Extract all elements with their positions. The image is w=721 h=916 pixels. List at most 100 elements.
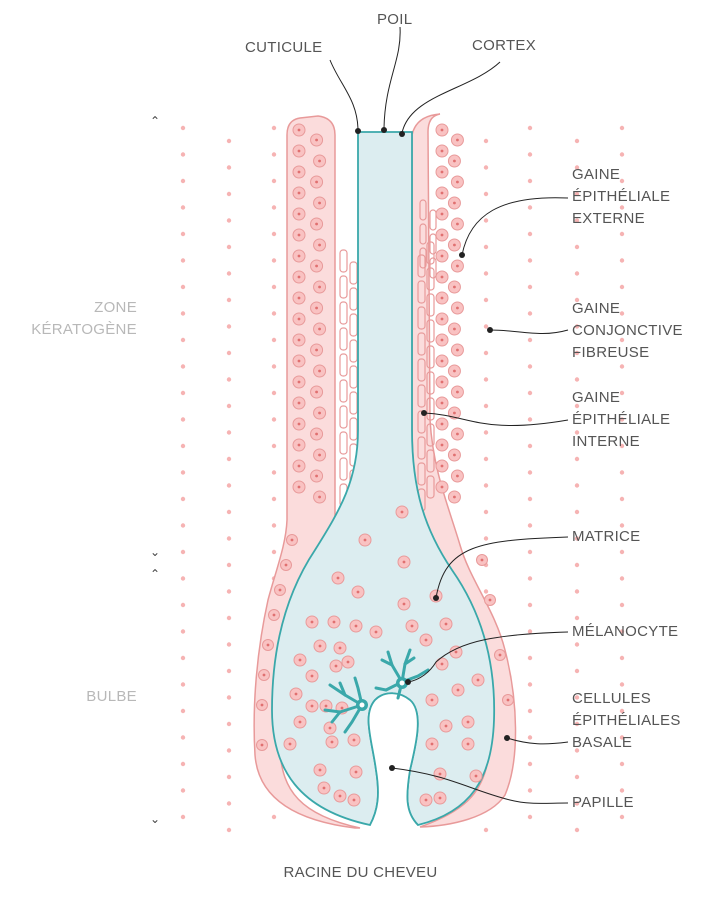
- dermis-dot: [181, 444, 185, 448]
- epithelial-cell: [314, 239, 326, 251]
- epithelial-cell: [293, 124, 305, 136]
- epithelial-cell: [294, 654, 306, 666]
- dermis-dot: [528, 205, 532, 209]
- epithelial-cell: [311, 428, 323, 440]
- dermis-dot: [272, 232, 276, 236]
- epithelial-cell: [314, 365, 326, 377]
- inner-sheath-cell: [430, 234, 436, 254]
- chevron-down-icon: ⌄: [150, 545, 160, 559]
- dermis-dot: [620, 285, 624, 289]
- label-papille: PAPILLE: [572, 792, 634, 814]
- epithelial-cell: [451, 176, 463, 188]
- dermis-dot: [484, 510, 488, 514]
- epithelial-cell: [293, 439, 305, 451]
- epithelial-cell: [436, 376, 448, 388]
- epithelial-cell: [293, 355, 305, 367]
- dermis-dot: [528, 126, 532, 130]
- dermis-dot: [181, 629, 185, 633]
- diagram-caption: RACINE DU CHEVEU: [0, 864, 721, 881]
- dermis-dot: [272, 470, 276, 474]
- dermis-dot: [227, 616, 231, 620]
- dermis-dot: [181, 603, 185, 607]
- dermis-dot: [181, 709, 185, 713]
- epithelial-cell: [293, 208, 305, 220]
- dermis-dot: [227, 457, 231, 461]
- epithelial-cell: [485, 595, 496, 606]
- inner-sheath-cell: [340, 354, 347, 376]
- inner-sheath-cell: [350, 366, 357, 388]
- epithelial-cell: [334, 790, 346, 802]
- dermis-dot: [227, 271, 231, 275]
- dermis-dot: [528, 338, 532, 342]
- epithelial-cell: [436, 271, 448, 283]
- epithelial-cell: [314, 281, 326, 293]
- inner-sheath-cell: [340, 380, 347, 402]
- epithelial-cell: [436, 166, 448, 178]
- epithelial-cell: [293, 229, 305, 241]
- inner-sheath-cell: [350, 288, 357, 310]
- label-gaine-epitheliale-externe: GAINE ÉPITHÉLIALE EXTERNE: [572, 164, 670, 230]
- epithelial-cell: [370, 626, 382, 638]
- dermis-dot: [181, 258, 185, 262]
- epithelial-cell: [290, 688, 302, 700]
- epithelial-cell: [314, 640, 326, 652]
- epithelial-cell: [311, 302, 323, 314]
- epithelial-cell: [293, 460, 305, 472]
- dermis-dot: [528, 735, 532, 739]
- inner-sheath-cell: [350, 314, 357, 336]
- dermis-dot: [484, 271, 488, 275]
- dermis-dot: [272, 285, 276, 289]
- epithelial-cell: [398, 598, 410, 610]
- dermis-dot: [181, 311, 185, 315]
- dermis-dot: [528, 603, 532, 607]
- dermis-dot: [528, 550, 532, 554]
- dermis-dot: [528, 470, 532, 474]
- dermis-dot: [484, 404, 488, 408]
- dermis-dot: [620, 815, 624, 819]
- epithelial-cell: [472, 674, 484, 686]
- dermis-dot: [575, 510, 579, 514]
- dermis-dot: [181, 470, 185, 474]
- dermis-dot: [272, 444, 276, 448]
- epithelial-cell: [311, 218, 323, 230]
- epithelial-cell: [350, 766, 362, 778]
- dermis-dot: [227, 722, 231, 726]
- epithelial-cell: [436, 481, 448, 493]
- dermis-dot: [528, 576, 532, 580]
- dermis-dot: [227, 642, 231, 646]
- epithelial-cell: [293, 376, 305, 388]
- dermis-dot: [620, 258, 624, 262]
- epithelial-cell: [436, 355, 448, 367]
- epithelial-cell: [436, 250, 448, 262]
- label-matrice: MATRICE: [572, 526, 641, 548]
- epithelial-cell: [451, 344, 463, 356]
- dermis-dot: [528, 656, 532, 660]
- dermis-dot: [484, 165, 488, 169]
- epithelial-cell: [448, 281, 460, 293]
- dermis-dot: [272, 205, 276, 209]
- epithelial-cell: [275, 585, 286, 596]
- epithelial-cell: [436, 460, 448, 472]
- epithelial-cell: [451, 134, 463, 146]
- epithelial-cell: [293, 481, 305, 493]
- dermis-dot: [528, 391, 532, 395]
- epithelial-cell: [436, 229, 448, 241]
- dermis-dot: [528, 523, 532, 527]
- dermis-dot: [227, 218, 231, 222]
- epithelial-cell: [451, 218, 463, 230]
- dermis-dot: [528, 311, 532, 315]
- epithelial-cell: [326, 736, 338, 748]
- dermis-dot: [620, 232, 624, 236]
- dermis-dot: [272, 815, 276, 819]
- dermis-dot: [484, 139, 488, 143]
- dermis-dot: [620, 364, 624, 368]
- epithelial-cell: [293, 187, 305, 199]
- dermis-dot: [484, 430, 488, 434]
- label-gaine-epitheliale-interne: GAINE ÉPITHÉLIALE INTERNE: [572, 387, 670, 453]
- epithelial-cell: [314, 323, 326, 335]
- dermis-dot: [484, 483, 488, 487]
- epithelial-cell: [293, 397, 305, 409]
- epithelial-cell: [406, 620, 418, 632]
- epithelial-cell: [314, 407, 326, 419]
